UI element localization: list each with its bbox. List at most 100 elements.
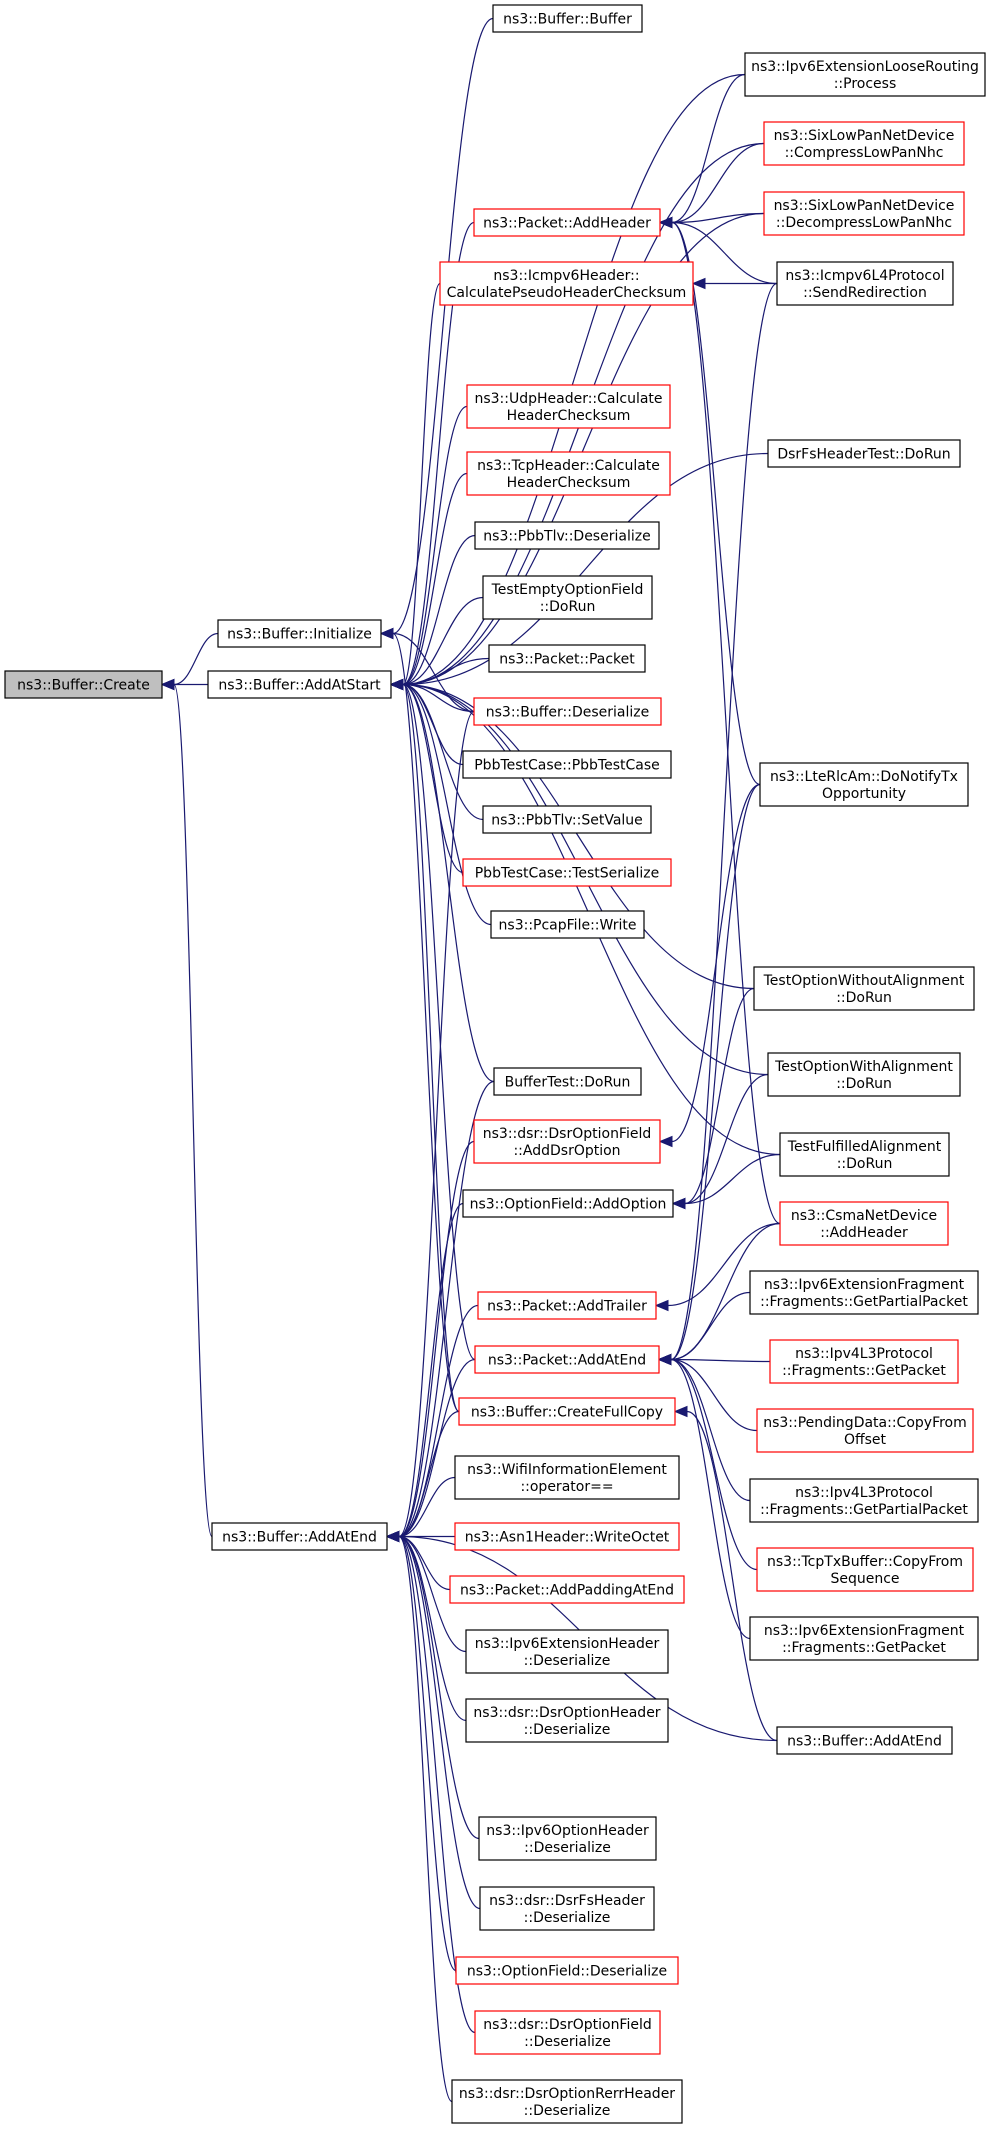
node-ipv6-frag-partial[interactable]: ns3::Ipv6ExtensionFragment::Fragments::G…	[749, 1270, 979, 1315]
node-box	[473, 697, 662, 726]
node-ipv4-frag-get[interactable]: ns3::Ipv4L3Protocol::Fragments::GetPacke…	[769, 1339, 959, 1384]
node-icmp-pseudo[interactable]: ns3::Icmpv6Header::CalculatePseudoHeader…	[439, 261, 694, 306]
node-label: ::SendRedirection	[803, 285, 927, 301]
node-ipv6-loose-proc[interactable]: ns3::Ipv6ExtensionLooseRouting::Process	[744, 52, 986, 97]
node-label: BufferTest::DoRun	[505, 1075, 631, 1091]
edge-csma-add-header-to-pkt-add-trailer	[667, 1222, 781, 1307]
node-wifi-info-op[interactable]: ns3::WifiInformationElement::operator==	[454, 1455, 680, 1500]
node-dsr-add-opt[interactable]: ns3::dsr::DsrOptionField::AddDsrOption	[473, 1119, 661, 1164]
node-pbb-tlv-deser[interactable]: ns3::PbbTlv::Deserialize	[474, 521, 660, 550]
node-box	[458, 1397, 676, 1426]
node-create[interactable]: ns3::Buffer::Create	[4, 670, 163, 699]
node-box	[462, 750, 672, 779]
node-label: ns3::OptionField::AddOption	[470, 1197, 667, 1213]
node-buf-create-full[interactable]: ns3::Buffer::CreateFullCopy	[458, 1397, 676, 1426]
edge-pbb-tlv-deser-to-add-at-start	[402, 534, 476, 686]
edge-pending-copy-to-pkt-add-at-end	[670, 1358, 758, 1432]
edge-dsr-add-opt-to-add-at-end-buf	[398, 1140, 475, 1538]
node-pcap-write[interactable]: ns3::PcapFile::Write	[490, 910, 645, 939]
node-box	[744, 52, 986, 97]
node-icmp-l4-send[interactable]: ns3::Icmpv6L4Protocol::SendRedirection	[776, 261, 954, 306]
node-pkt-packet[interactable]: ns3::Packet::Packet	[488, 644, 646, 673]
node-label: ns3::WifiInformationElement	[467, 1462, 667, 1478]
node-label: ns3::LteRlcAm::DoNotifyTx	[770, 769, 958, 785]
node-box	[492, 4, 643, 33]
node-pkt-add-trailer[interactable]: ns3::Packet::AddTrailer	[477, 1291, 657, 1320]
node-buf-add-at-end2[interactable]: ns3::Buffer::AddAtEnd	[776, 1726, 953, 1755]
node-label: ns3::Buffer::AddAtEnd	[222, 1530, 377, 1546]
edge-test-opt-align-to-opt-field-add	[684, 1073, 769, 1205]
node-buffer-buffer[interactable]: ns3::Buffer::Buffer	[492, 4, 643, 33]
node-label: ns3::Packet::AddHeader	[483, 216, 651, 232]
node-box	[462, 1189, 674, 1218]
node-ipv4-frag-partial[interactable]: ns3::Ipv4L3Protocol::Fragments::GetParti…	[749, 1478, 979, 1523]
node-box	[749, 1478, 979, 1523]
edge-ipv6-loose-proc-to-add-at-start	[402, 73, 746, 686]
node-test-opt-align[interactable]: TestOptionWithAlignment::DoRun	[767, 1052, 961, 1097]
node-label: DsrFsHeaderTest::DoRun	[777, 447, 950, 463]
node-six-compress[interactable]: ns3::SixLowPanNetDevice::CompressLowPanN…	[763, 121, 965, 166]
node-box	[763, 191, 965, 236]
node-buffer-test[interactable]: BufferTest::DoRun	[493, 1067, 642, 1096]
node-box	[466, 384, 671, 429]
node-box	[482, 575, 653, 620]
node-label: ns3::Packet::AddPaddingAtEnd	[460, 1583, 674, 1599]
node-opt-field-deser[interactable]: ns3::OptionField::Deserialize	[455, 1956, 679, 1985]
node-add-at-end-buf[interactable]: ns3::Buffer::AddAtEnd	[211, 1522, 388, 1551]
node-box	[462, 858, 672, 887]
node-label: ns3::dsr::DsrFsHeader	[489, 1893, 645, 1909]
edge-ipv6-ext-deser-to-add-at-end-buf	[398, 1535, 467, 1653]
node-initialize[interactable]: ns3::Buffer::Initialize	[217, 619, 382, 648]
node-pbb-test-ser[interactable]: PbbTestCase::TestSerialize	[462, 858, 672, 887]
node-label: ::Deserialize	[524, 1840, 611, 1856]
node-label: ns3::OptionField::Deserialize	[467, 1964, 667, 1980]
node-box	[493, 1067, 642, 1096]
node-label: ::DecompressLowPanNhc	[776, 215, 952, 231]
node-label: HeaderChecksum	[507, 475, 631, 491]
node-box	[465, 1629, 669, 1674]
node-test-fulfilled[interactable]: TestFulfilledAlignment::DoRun	[779, 1132, 950, 1177]
edge-csma-add-header-to-pkt-add-at-end	[670, 1222, 781, 1361]
node-box	[759, 762, 969, 807]
node-ipv6-opt-deser[interactable]: ns3::Ipv6OptionHeader::Deserialize	[478, 1816, 657, 1861]
node-pbb-tlv-set[interactable]: ns3::PbbTlv::SetValue	[482, 805, 652, 834]
edge-pbb-test-ser-to-add-at-start	[402, 683, 464, 874]
node-label: ns3::Buffer::Deserialize	[486, 705, 649, 721]
node-dsr-opt-hdr-deser[interactable]: ns3::dsr::DsrOptionHeader::Deserialize	[465, 1698, 669, 1743]
node-csma-add-header[interactable]: ns3::CsmaNetDevice::AddHeader	[779, 1201, 949, 1246]
node-label: PbbTestCase::TestSerialize	[475, 866, 660, 882]
node-pbb-test-case[interactable]: PbbTestCase::PbbTestCase	[462, 750, 672, 779]
edge-arrowhead	[673, 1405, 688, 1418]
node-label: ns3::TcpTxBuffer::CopyFrom	[767, 1554, 963, 1570]
node-pkt-add-at-end[interactable]: ns3::Packet::AddAtEnd	[474, 1345, 660, 1374]
edge-arrowhead	[658, 216, 673, 229]
edge-arrowhead	[658, 1135, 673, 1148]
node-pkt-padding[interactable]: ns3::Packet::AddPaddingAtEnd	[449, 1575, 685, 1604]
node-buf-deser[interactable]: ns3::Buffer::Deserialize	[473, 697, 662, 726]
edge-opt-field-deser-to-add-at-end-buf	[398, 1535, 457, 1972]
node-dsr-fs-test[interactable]: DsrFsHeaderTest::DoRun	[767, 439, 961, 468]
node-test-opt-no-align[interactable]: TestOptionWithoutAlignment::DoRun	[753, 966, 975, 1011]
node-pkt-add-header[interactable]: ns3::Packet::AddHeader	[473, 208, 661, 237]
node-add-at-start[interactable]: ns3::Buffer::AddAtStart	[207, 670, 392, 699]
edge-arrowhead	[160, 678, 175, 691]
edge-lte-rlc-to-pkt-add-header	[671, 221, 761, 786]
node-ipv6-ext-deser[interactable]: ns3::Ipv6ExtensionHeader::Deserialize	[465, 1629, 669, 1674]
node-ipv6-frag-get[interactable]: ns3::Ipv6ExtensionFragment::Fragments::G…	[749, 1616, 979, 1661]
node-six-decompress[interactable]: ns3::SixLowPanNetDevice::DecompressLowPa…	[763, 191, 965, 236]
node-test-empty-opt[interactable]: TestEmptyOptionField::DoRun	[482, 575, 653, 620]
node-opt-field-add[interactable]: ns3::OptionField::AddOption	[462, 1189, 674, 1218]
edge-dsr-fs-test-to-add-at-start	[402, 452, 769, 686]
node-label: ns3::Ipv6ExtensionHeader	[475, 1636, 660, 1652]
node-dsr-opt-field-deser[interactable]: ns3::dsr::DsrOptionField::Deserialize	[474, 2010, 661, 2055]
node-label: ::Deserialize	[524, 1653, 611, 1669]
node-dsr-rerr-deser[interactable]: ns3::dsr::DsrOptionRerrHeader::Deseriali…	[451, 2079, 683, 2124]
node-asn1-write[interactable]: ns3::Asn1Header::WriteOctet	[454, 1522, 680, 1551]
node-box	[756, 1547, 974, 1592]
node-dsr-fs-deser[interactable]: ns3::dsr::DsrFsHeader::Deserialize	[479, 1886, 655, 1931]
